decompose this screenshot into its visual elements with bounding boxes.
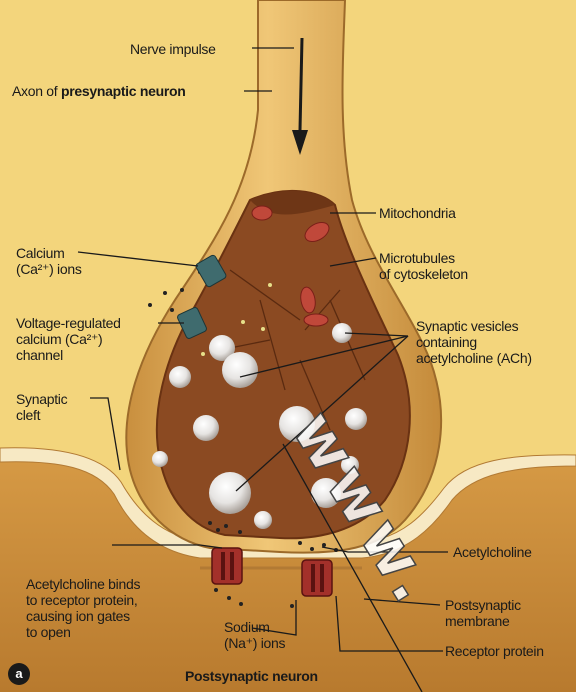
label-acetylcholine: Acetylcholine [453,544,532,560]
label-synaptic-vesicles: Synaptic vesicles containing acetylcholi… [416,318,532,366]
label-postsynaptic-neuron: Postsynaptic neuron [185,668,318,684]
label-mitochondria: Mitochondria [379,205,456,221]
label-acetylcholine-binds: Acetylcholine binds to receptor protein,… [26,576,140,640]
label-calcium-ions: Calcium (Ca²⁺) ions [16,245,82,277]
label-nerve-impulse: Nerve impulse [130,41,216,57]
label-receptor-protein: Receptor protein [445,643,544,659]
label-axon-presynaptic: Axon of presynaptic neuron [12,83,186,99]
label-sodium-ions: Sodium (Na⁺) ions [224,619,285,651]
panel-letter-badge: a [8,663,30,685]
label-postsynaptic-membrane: Postsynaptic membrane [445,597,521,629]
label-synaptic-cleft: Synaptic cleft [16,391,67,423]
label-microtubules: Microtubules of cytoskeleton [379,250,468,282]
label-voltage-regulated-channel: Voltage-regulated calcium (Ca²⁺) channel [16,315,121,363]
